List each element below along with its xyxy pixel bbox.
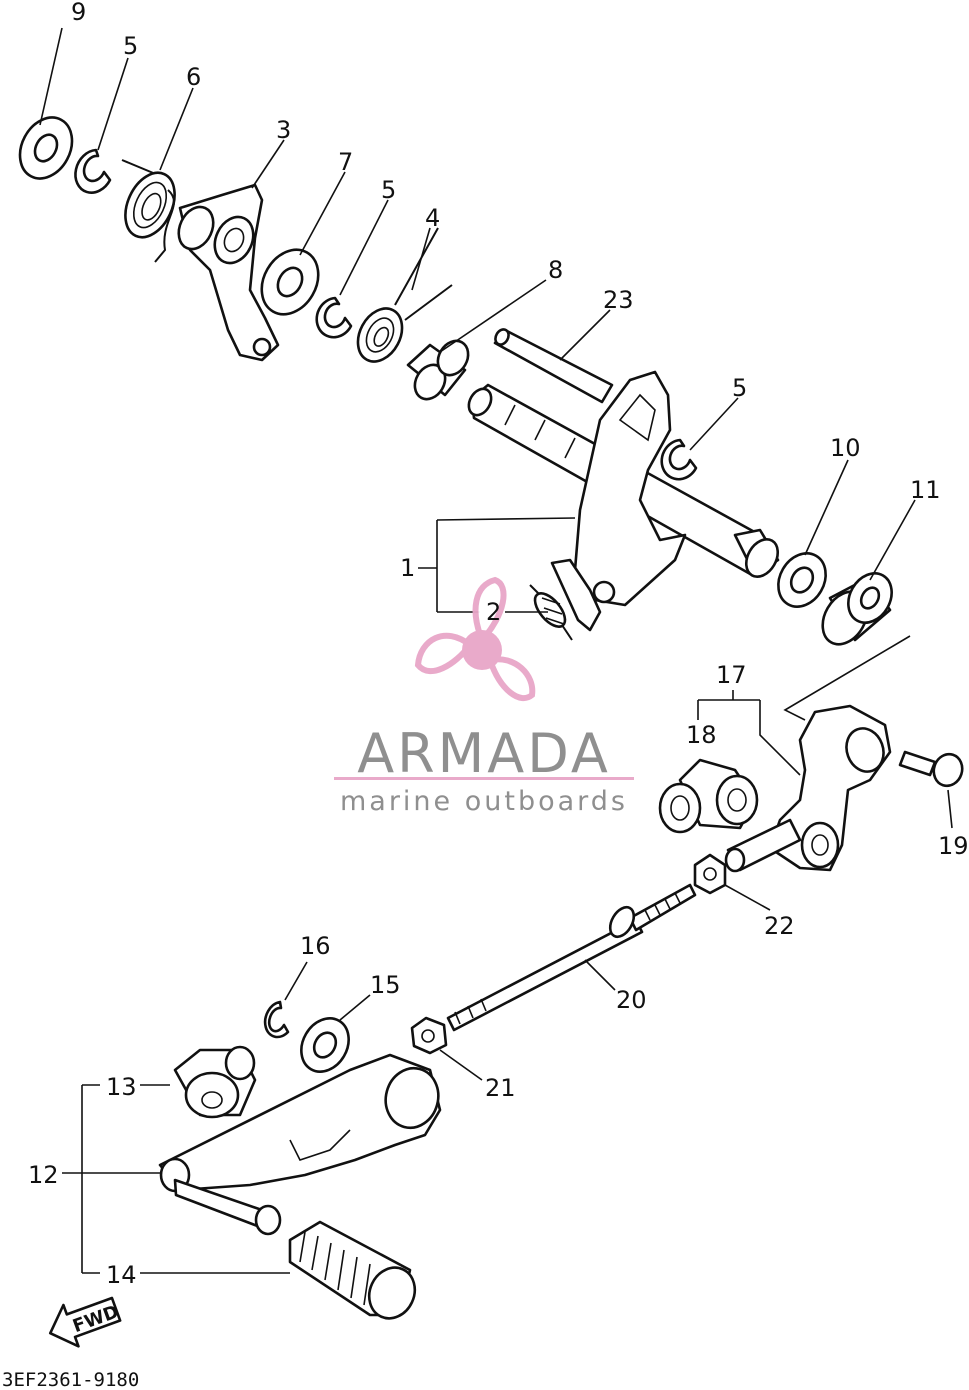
collar-18b [724,818,802,873]
bolt-19 [898,750,964,788]
leader-lines [39,27,953,1274]
callout-2: 2 [486,598,501,626]
callout-7: 7 [338,148,353,176]
callout-17: 17 [716,661,747,689]
callout-1: 1 [400,554,415,582]
callout-21: 21 [485,1074,516,1102]
propeller-blade-top [472,576,507,646]
callout-15: 15 [370,971,401,999]
shift-arm-3 [177,183,280,362]
callout-12: 12 [28,1161,59,1189]
callouts: 9 5 6 3 7 5 4 8 23 5 10 11 1 2 17 18 19 … [28,0,969,1289]
callout-4: 4 [425,204,440,232]
propeller-hub [462,630,502,670]
callout-14: 14 [106,1261,137,1289]
callout-18: 18 [686,721,717,749]
callout-19: 19 [938,832,969,860]
armada-logo: ARMADA marine outboards [334,576,634,817]
oil-seal-11 [821,572,893,646]
callout-16: 16 [300,932,331,960]
pedal-rubber-14 [288,1220,417,1320]
callout-23: 23 [603,286,634,314]
callout-13: 13 [106,1073,137,1101]
washer-15 [300,1017,350,1073]
propeller-icon [414,576,536,702]
nut-21 [410,1016,448,1055]
joint-18 [658,758,759,834]
callout-5-right: 5 [732,374,747,402]
lever-17 [768,704,892,872]
washer-10 [777,552,827,608]
washer-9 [18,116,74,180]
callout-9: 9 [71,0,86,26]
callout-10: 10 [830,434,861,462]
circlip-5-top [74,148,112,194]
callout-22: 22 [764,912,795,940]
washer-7 [260,248,320,316]
spring-2 [529,584,573,641]
bushing-8 [406,339,470,401]
brand-name: ARMADA [357,722,611,785]
propeller-blade-left [414,632,475,674]
callout-6: 6 [186,63,201,91]
nut-22 [693,853,727,895]
circlip-16 [263,1000,290,1039]
propeller-blade-right [486,656,536,702]
brand-tagline: marine outboards [340,786,628,817]
brand-underline [334,777,634,780]
spring-6 [121,159,176,263]
circlip-5-right [660,438,698,481]
pedal-pin [173,1178,282,1236]
shift-shaft-1 [467,370,780,632]
pin-23 [493,328,614,404]
diagram-code: 3EF2361-9180 [2,1369,139,1390]
joint-13 [173,1045,257,1119]
fwd-arrow: FWD [48,1296,122,1348]
rod-20 [446,883,697,1032]
callout-3: 3 [276,116,291,144]
callout-5-middle: 5 [381,176,396,204]
callout-8: 8 [548,256,563,284]
circlip-5-middle [315,296,353,339]
callout-11: 11 [910,476,941,504]
spring-4 [356,227,453,363]
callout-20: 20 [616,986,647,1014]
callout-5-top: 5 [123,32,138,60]
pedal-arm-12 [158,1053,442,1193]
